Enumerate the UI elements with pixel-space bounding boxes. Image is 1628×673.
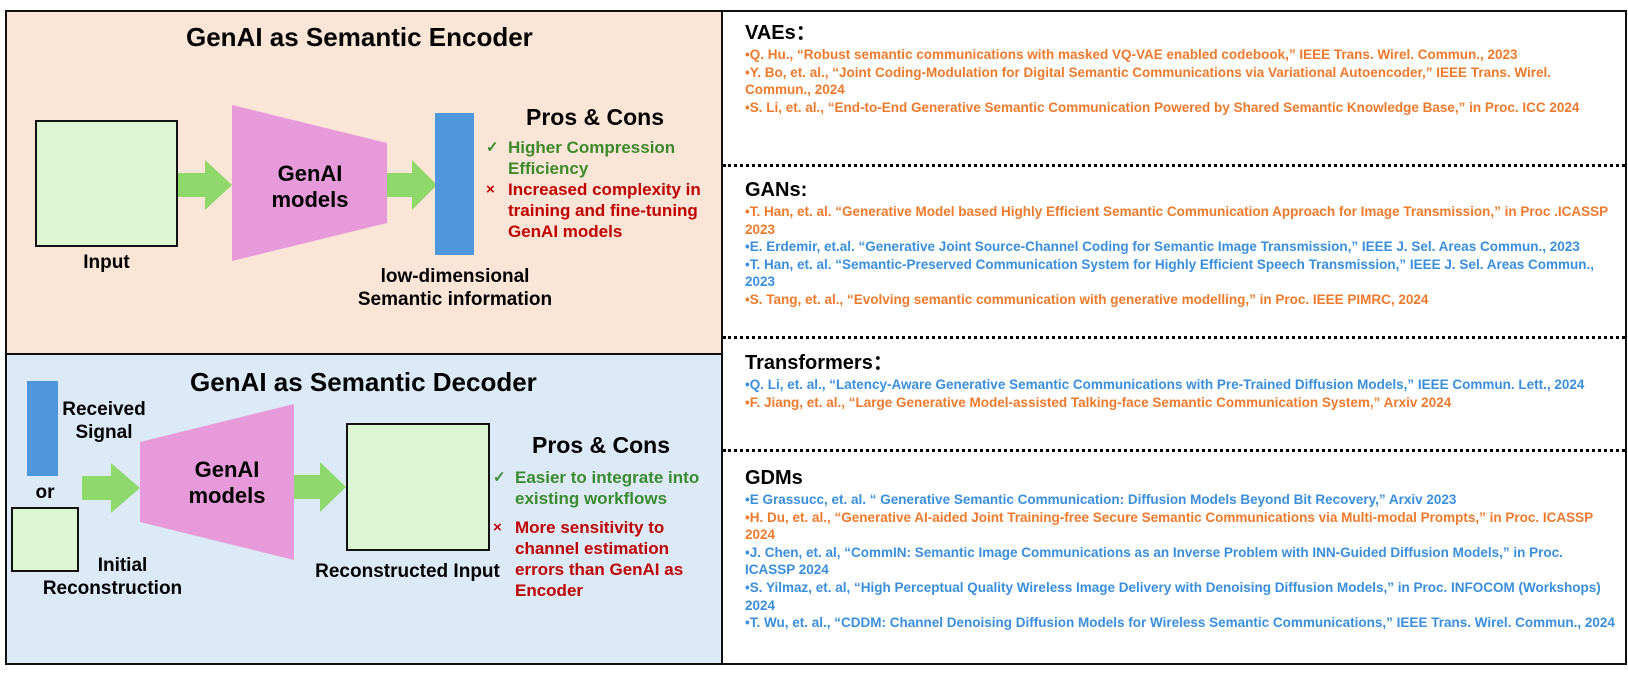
or-label: or (35, 482, 55, 503)
decoder-pros-cons-title: Pros & Cons (532, 432, 671, 458)
decoder-con-line2: channel estimation (515, 539, 669, 558)
initial-reconstruction-label-line2: Reconstruction (42, 578, 183, 599)
encoder-arrow-in (178, 160, 232, 210)
encoder-arrow-out (387, 160, 437, 210)
semantic-info-label-line2: Semantic information (357, 289, 553, 310)
reference-item: •Q. Hu., “Robust semantic communications… (745, 47, 1518, 62)
section-divider (723, 336, 1625, 339)
encoder-con-item: × Increased complexity in training and fi… (486, 179, 721, 242)
received-signal-bar (27, 381, 58, 476)
decoder-title: GenAI as Semantic Decoder (190, 367, 537, 397)
encoder-model-label: GenAI models (240, 161, 380, 213)
reference-item: •T. Han, et. al. “Generative Model based… (745, 204, 1608, 237)
decoder-arrow-out (294, 462, 346, 512)
decoder-con-line1: More sensitivity to (515, 518, 665, 537)
reference-item: •T. Han, et. al. “Semantic-Preserved Com… (745, 256, 1594, 290)
decoder-model-label: GenAI models (160, 457, 294, 509)
decoder-pro-item: ✓ Easier to integrate into existing workf… (493, 467, 721, 509)
initial-reconstruction-label-line1: Initial (97, 555, 148, 576)
decoder-con-item: ×More sensitivity to channel estimation … (493, 517, 721, 601)
received-signal-label-line1: Received (62, 399, 146, 420)
decoder-arrow-in (82, 463, 140, 513)
decoder-pros-cons-list: ✓ Easier to integrate into existing workf… (493, 467, 721, 601)
semantic-info-bar (435, 113, 474, 255)
decoder-pro-line1: Easier to integrate into (515, 468, 700, 487)
initial-reconstruction-box (11, 507, 79, 572)
encoder-title: GenAI as Semantic Encoder (186, 22, 533, 52)
reference-item: •J. Chen, et. al, “CommIN: Semantic Imag… (745, 544, 1563, 578)
reference-item: •T. Wu, et. al., “CDDM: Channel Denoisin… (745, 615, 1615, 631)
decoder-genai-model (140, 404, 294, 560)
section-vaes: VAEs： •Q. Hu., “Robust semantic communic… (745, 20, 1615, 116)
reference-item: •E. Erdemir, et.al. “Generative Joint So… (745, 239, 1580, 255)
encoder-model-label-line2: models (271, 187, 349, 212)
section-heading: GANs: (745, 179, 808, 201)
section-divider (723, 164, 1625, 167)
reference-item: •Q. Li, et. al., “Latency-Aware Generati… (745, 377, 1585, 392)
decoder-model-label-line1: GenAI (194, 457, 260, 482)
reference-item: •F. Jiang, et. al., “Large Generative Mo… (745, 394, 1452, 410)
input-label: Input (83, 252, 130, 273)
section-gdms: GDMs •E Grassucc, et. al. “ Generative S… (745, 465, 1615, 632)
reference-item: •E Grassucc, et. al. “ Generative Semant… (745, 492, 1457, 507)
cross-icon: × (493, 519, 502, 536)
encoder-con-line1: Increased complexity in (508, 180, 701, 199)
encoder-pro-item: ✓ Higher Compression Efficiency (486, 137, 721, 179)
section-gans: GANs: •T. Han, et. al. “Generative Model… (745, 177, 1615, 309)
encoder-model-label-line1: GenAI (277, 161, 343, 186)
received-signal-label: Received Signal (58, 398, 150, 444)
decoder-con-line4: Encoder (515, 581, 584, 600)
section-heading: Transformers： (745, 352, 893, 374)
reference-item: •S. Yilmaz, et. al, “High Perceptual Qua… (745, 579, 1601, 613)
section-heading: VAEs： (745, 22, 816, 44)
decoder-pro-line2: existing workflows (515, 489, 668, 508)
semantic-info-label-line1: low-dimensional (380, 266, 530, 287)
reference-item: •H. Du, et. al., “Generative AI-aided Jo… (745, 509, 1593, 543)
reconstructed-input-label: Reconstructed Input (315, 561, 500, 582)
reference-item: •S. Li, et. al., “End-to-End Generative … (745, 99, 1580, 115)
encoder-pros-cons-list: ✓ Higher Compression Efficiency × Increase… (486, 137, 721, 242)
check-icon: ✓ (486, 139, 499, 156)
reference-item: •Y. Bo, et. al., “Joint Coding-Modulatio… (745, 64, 1551, 98)
section-heading: GDMs (745, 467, 803, 489)
section-transformers: Transformers： •Q. Li, et. al., “Latency-… (745, 350, 1615, 411)
encoder-con-line2: training and fine-tuning (508, 201, 698, 220)
semantic-info-label: low-dimensional Semantic information (330, 265, 580, 311)
encoder-pros-cons-title: Pros & Cons (526, 104, 665, 130)
reference-item: •S. Tang, et. al., “Evolving semantic co… (745, 291, 1429, 307)
decoder-con-line3: errors than GenAI as (515, 560, 684, 579)
encoder-pro-line1: Higher Compression (508, 138, 676, 157)
reconstructed-input-box (346, 423, 490, 551)
section-divider (723, 449, 1625, 452)
input-box (35, 120, 178, 247)
initial-reconstruction-label: Initial Reconstruction (20, 554, 205, 600)
check-icon: ✓ (493, 469, 506, 486)
cross-icon: × (486, 181, 495, 198)
received-signal-label-line2: Signal (75, 422, 133, 443)
encoder-con-line3: GenAI models (508, 222, 623, 241)
encoder-pro-line2: Efficiency (508, 159, 589, 178)
decoder-model-label-line2: models (188, 483, 266, 508)
encoder-genai-model (232, 105, 387, 261)
